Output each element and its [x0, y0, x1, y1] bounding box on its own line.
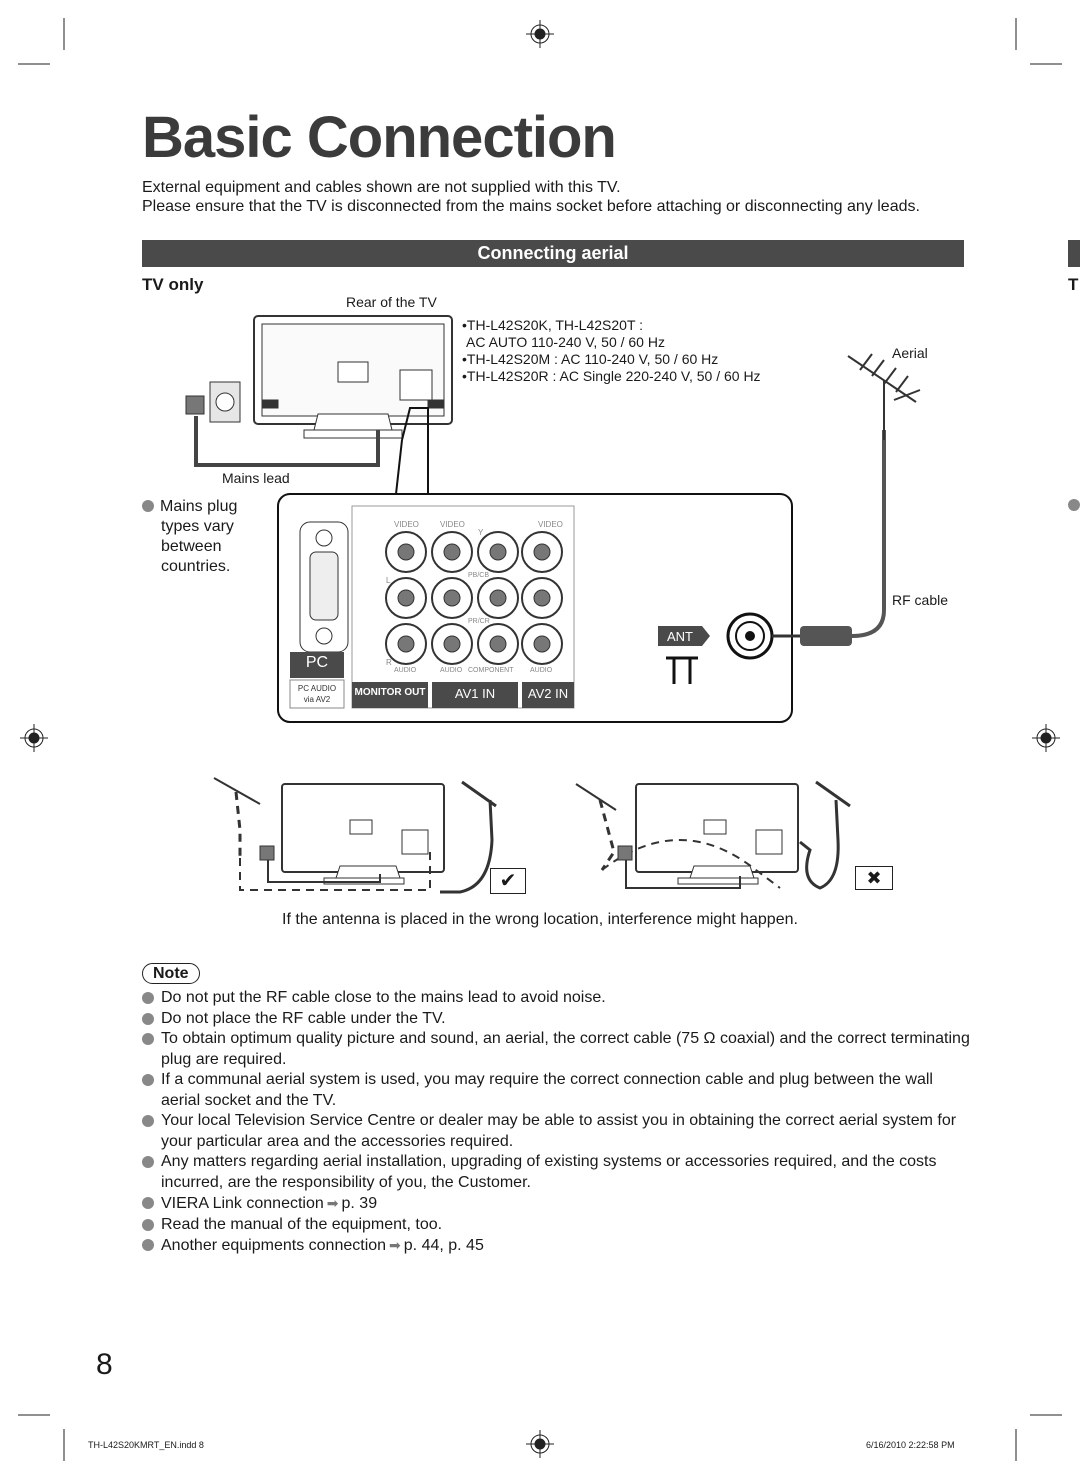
mains-plug-note: Mains plug types vary between countries. [142, 497, 262, 577]
pb-label: PB/CB [468, 572, 490, 579]
bullet-icon [142, 500, 154, 512]
mains-note-line: between [161, 538, 222, 555]
note-label: Note [142, 963, 200, 984]
mains-note-line: Mains plug [160, 498, 238, 515]
aerial-label: Aerial [892, 345, 928, 361]
mains-note-line: types vary [161, 518, 234, 535]
pc-label: PC [305, 654, 329, 671]
correct-placement-illustration [213, 777, 497, 894]
interference-caption: If the antenna is placed in the wrong lo… [282, 911, 798, 928]
audio-label: AUDIO [530, 667, 553, 674]
note-text: If a communal aerial system is used, you… [161, 1071, 933, 1109]
rf-cable-label: RF cable [892, 592, 949, 608]
bullet-icon [142, 1218, 154, 1231]
list-item: If a communal aerial system is used, you… [142, 1070, 972, 1111]
aerial-icon [847, 353, 921, 440]
registration-mark-icon [20, 20, 1060, 1458]
bullet-icon [142, 1033, 154, 1045]
note-text: Do not place the RF cable under the TV. [161, 1009, 446, 1027]
note-text: Do not put the RF cable close to the mai… [161, 989, 606, 1006]
list-item: Another equipments connection➡p. 44, p. … [142, 1235, 972, 1257]
note-text: Your local Television Service Centre or … [161, 1112, 957, 1150]
list-item: Read the manual of the equipment, too. [142, 1215, 972, 1236]
rear-label: Rear of the TV [346, 294, 437, 310]
pc-audio-text: PC AUDIO [297, 684, 337, 693]
list-item: VIERA Link connection➡p. 39 [142, 1193, 972, 1215]
section-header-edge [1068, 240, 1080, 267]
edge-bullet [1068, 497, 1080, 515]
av2-in-label: AV2 IN [527, 686, 569, 701]
correct-check-icon: ✔ [490, 868, 526, 894]
list-item: Any matters regarding aerial installatio… [142, 1152, 972, 1193]
mains-lead-cable [194, 416, 380, 467]
section-header: Connecting aerial [142, 240, 964, 267]
ant-label: ANT [667, 629, 693, 644]
page-ref-link[interactable]: p. 44, p. 45 [403, 1237, 484, 1254]
audio-label: AUDIO [440, 667, 463, 674]
spec-line: AC AUTO 110-240 V, 50 / 60 Hz [466, 334, 665, 350]
bullet-icon [142, 1156, 154, 1168]
intro-line-1: External equipment and cables shown are … [142, 179, 621, 196]
bullet-icon [142, 1115, 154, 1127]
connection-diagram [185, 315, 921, 723]
list-item: Your local Television Service Centre or … [142, 1111, 972, 1152]
arrow-right-icon: ➡ [326, 1195, 339, 1211]
video-label: VIDEO [394, 520, 419, 529]
page-ref-link[interactable]: p. 39 [341, 1195, 378, 1212]
page-number: 8 [96, 1348, 113, 1381]
av-terminals [351, 505, 575, 709]
audio-label: AUDIO [394, 667, 417, 674]
pc-audio-label: PC AUDIO via AV2 [290, 683, 344, 705]
placement-illustrations [213, 777, 851, 894]
note-text: To obtain optimum quality picture and so… [161, 1030, 970, 1068]
mains-plug-icon [185, 395, 205, 415]
intro-line-2: Please ensure that the TV is disconnecte… [142, 198, 920, 215]
bullet-icon [142, 1012, 154, 1025]
bullet-icon [142, 1239, 154, 1251]
ref-text: Read the manual of the equipment, too. [161, 1215, 443, 1233]
wall-socket-icon [209, 381, 241, 423]
antenna-terminal-icon [658, 612, 774, 684]
spec-line: •TH-L42S20R : AC Single 220-240 V, 50 / … [462, 368, 761, 384]
ref-text: VIERA Link connection [161, 1195, 324, 1212]
via-av2-text: via AV2 [303, 695, 331, 704]
intro-text: External equipment and cables shown are … [142, 178, 952, 216]
footer-timestamp: 6/16/2010 2:22:58 PM [866, 1440, 955, 1450]
page-title: Basic Connection [142, 105, 617, 170]
list-item: Do not put the RF cable close to the mai… [142, 988, 972, 1009]
spec-line: •TH-L42S20M : AC 110-240 V, 50 / 60 Hz [462, 351, 719, 367]
bullet-icon [142, 992, 154, 1004]
note-text: Any matters regarding aerial installatio… [161, 1153, 937, 1191]
tv-rear-illustration [253, 315, 453, 439]
bullet-icon [142, 1074, 154, 1086]
video-label: VIDEO [440, 520, 465, 529]
list-item: Do not place the RF cable under the TV. [142, 1009, 972, 1030]
ref-text: Another equipments connection [161, 1237, 387, 1254]
power-specs: •TH-L42S20K, TH-L42S20T : AC AUTO 110-24… [462, 317, 761, 385]
mains-lead-label: Mains lead [222, 470, 290, 486]
r-label: R [386, 658, 392, 667]
list-item: To obtain optimum quality picture and so… [142, 1029, 972, 1070]
pr-label: PR/CR [468, 618, 490, 625]
footer-filename: TH-L42S20KMRT_EN.indd 8 [88, 1440, 204, 1450]
y-label: Y [478, 528, 484, 537]
pc-port-icon [299, 521, 349, 653]
bullet-icon [142, 1197, 154, 1209]
subheading: TV only [142, 275, 204, 294]
subheading-edge: T [1068, 275, 1079, 294]
wrong-placement-illustration [575, 780, 851, 890]
notes-list: Do not put the RF cable close to the mai… [142, 988, 972, 1257]
mains-note-line: countries. [161, 558, 231, 575]
wrong-cross-icon: ✖ [855, 866, 893, 890]
spec-line: •TH-L42S20K, TH-L42S20T : [462, 317, 644, 333]
l-label: L [386, 576, 391, 585]
av1-in-label: AV1 IN [454, 686, 496, 701]
component-label: COMPONENT [468, 667, 514, 674]
rf-cable [851, 430, 886, 638]
monitor-out-label: MONITOR OUT [354, 687, 426, 698]
video-label: VIDEO [538, 520, 563, 529]
arrow-right-icon: ➡ [389, 1237, 401, 1253]
